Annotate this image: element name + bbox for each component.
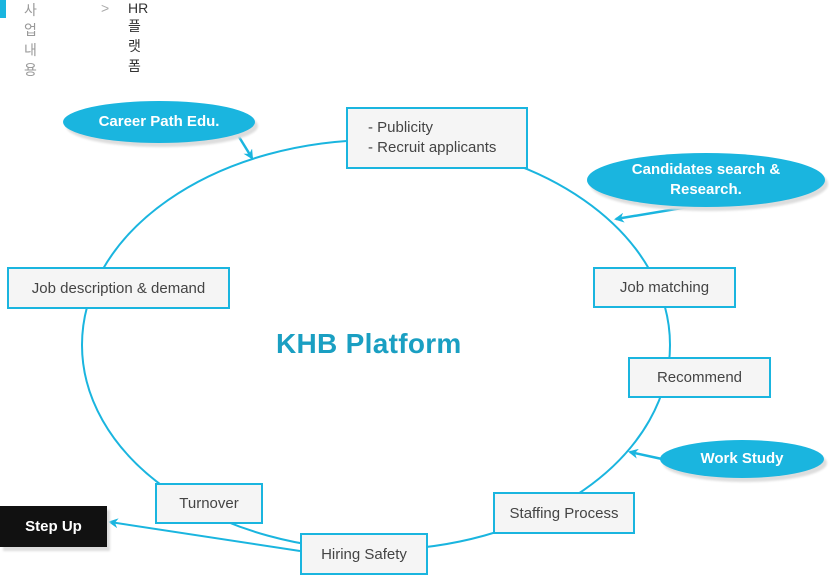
work-study-arrow [628, 448, 663, 461]
stage-publicity-line-1: - Publicity [368, 119, 434, 136]
chevron-right-icon: > [101, 0, 110, 16]
stage-job-matching: Job matching [593, 267, 736, 308]
stage-publicity: - Publicity - Recruit applicants [346, 107, 528, 169]
callout-career-path: Career Path Edu. [63, 101, 255, 143]
stage-job-description: Job description & demand [7, 267, 230, 309]
callout-candidates-search-line-2: Research. [670, 181, 742, 198]
career-path-arrow [234, 131, 254, 160]
stage-hiring-safety: Hiring Safety [300, 533, 428, 575]
step-up-label: Step Up [0, 506, 107, 547]
stage-staffing-process: Staffing Process [493, 492, 635, 534]
breadcrumb-item-hr-platform: HR플랫폼 [128, 0, 149, 74]
callout-candidates-search: Candidates search & Research. [587, 153, 825, 207]
breadcrumb-item-business[interactable]: 사업내용 [24, 2, 37, 78]
breadcrumb-accent-bar [0, 0, 6, 18]
stage-publicity-line-2: - Recruit applicants [368, 139, 497, 156]
callout-work-study: Work Study [660, 440, 824, 478]
diagram-title: KHB Platform [276, 328, 462, 359]
stage-turnover: Turnover [155, 483, 263, 524]
callout-candidates-search-line-1: Candidates search & [631, 161, 781, 178]
step-up-arrow [108, 518, 301, 552]
candidates-search-arrow [614, 203, 701, 223]
stage-recommend: Recommend [628, 357, 771, 398]
